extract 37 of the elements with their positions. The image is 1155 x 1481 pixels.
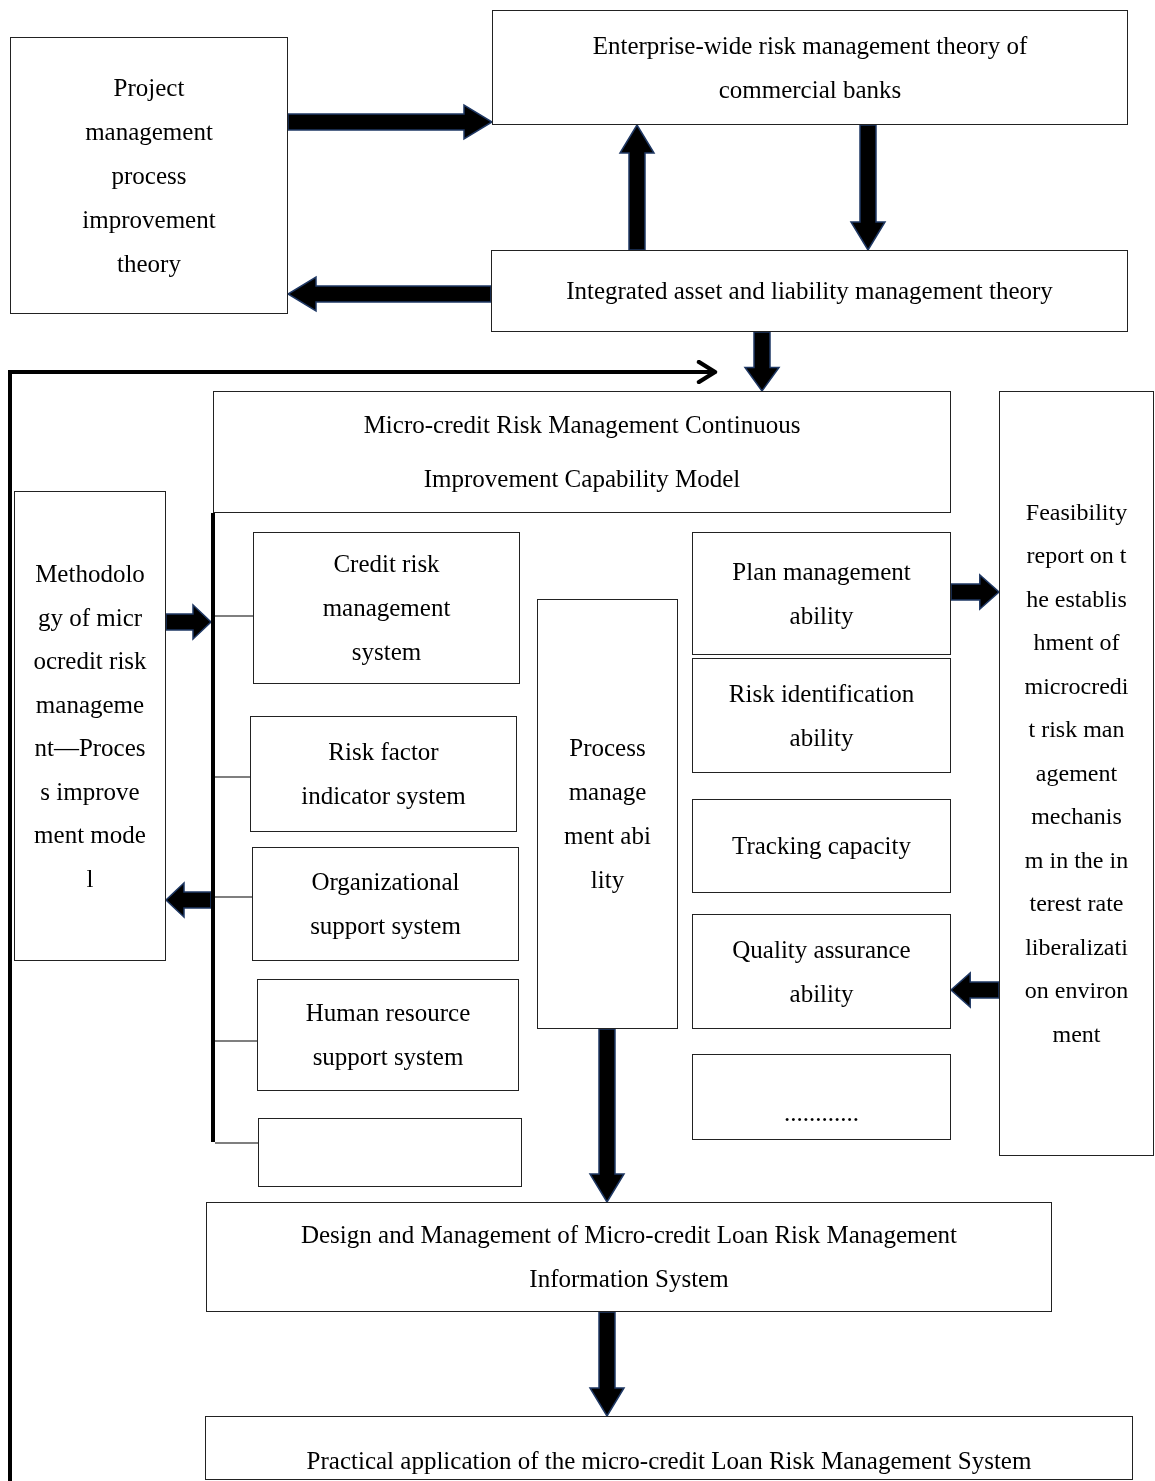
text-box: Integrated asset and liability management theory <box>491 250 1128 332</box>
bracket-bar <box>211 513 215 1142</box>
block-arrow <box>588 1028 626 1204</box>
connector-line <box>214 896 253 898</box>
text-box: Risk identification ability <box>692 658 951 773</box>
text-box: Credit risk management system <box>253 532 520 684</box>
block-arrow <box>743 331 781 393</box>
block-arrow <box>165 603 213 641</box>
text-box: Methodology of microcredit risk management—Process improvement model <box>14 491 166 961</box>
block-arrow <box>618 123 656 251</box>
block-arrow <box>286 275 492 313</box>
text-box: Feasibility report on the establishment of microcredit risk management mechanism in the interest rate liberalization environment <box>999 391 1154 1156</box>
text-box: Risk factor indicator system <box>250 716 517 832</box>
block-arrow <box>588 1311 626 1418</box>
connector-line <box>214 1040 258 1042</box>
connector-line <box>214 1142 259 1144</box>
connector-line <box>214 776 251 778</box>
block-arrow <box>849 124 887 252</box>
feedback-arrow <box>8 359 718 1481</box>
block-arrow <box>950 573 1001 611</box>
text-box: Tracking capacity <box>692 799 951 893</box>
block-arrow <box>949 971 1000 1009</box>
text-box: Plan management ability <box>692 532 951 655</box>
text-box: Project management process improvement theory <box>10 37 288 314</box>
block-arrow <box>287 103 494 141</box>
block-arrow <box>164 881 212 919</box>
text-box: Process management ability <box>537 599 678 1029</box>
text-box: Quality assurance ability <box>692 914 951 1029</box>
text-box: Micro-credit Risk Management Continuous Improvement Capability Model <box>213 391 951 513</box>
empty-box <box>258 1118 522 1187</box>
text-box: Design and Management of Micro-credit Loan Risk Management Information System <box>206 1202 1052 1312</box>
text-box: Human resource support system <box>257 979 519 1091</box>
text-box: Practical application of the micro-credit Loan Risk Management System <box>205 1416 1133 1480</box>
text-box: Organizational support system <box>252 847 519 961</box>
text-box: ............ <box>692 1054 951 1140</box>
text-box: Enterprise-wide risk management theory of commercial banks <box>492 10 1128 125</box>
connector-line <box>214 615 254 617</box>
